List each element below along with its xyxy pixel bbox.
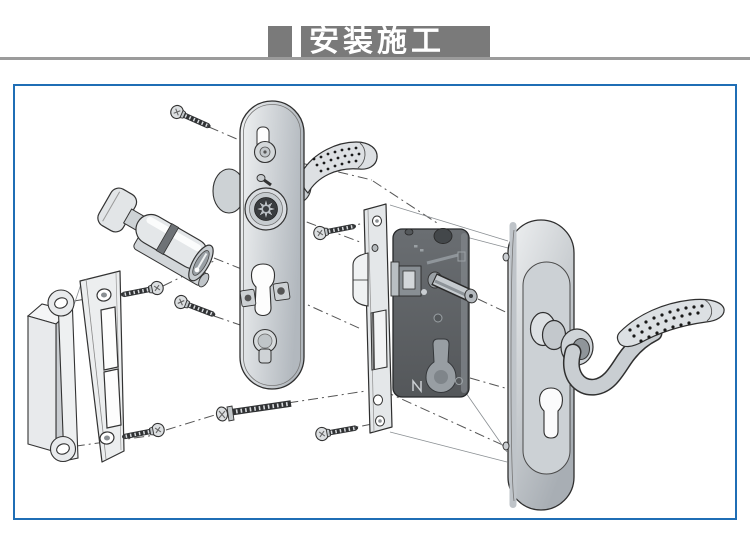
top-mounting-screw bbox=[169, 103, 213, 132]
interior-grip-dots bbox=[312, 146, 361, 173]
header-underline bbox=[0, 57, 750, 60]
mortise-lock-body bbox=[390, 228, 478, 398]
interior-escutcheon-plate bbox=[239, 100, 305, 390]
mounting-pin-top bbox=[502, 252, 510, 262]
faceplate-screw-bottom bbox=[315, 421, 359, 441]
faceplate-screw-top bbox=[313, 220, 357, 241]
interior-lever-handle bbox=[300, 141, 378, 194]
euro-keyhole-interior bbox=[250, 263, 276, 317]
latch-bolt bbox=[352, 252, 369, 307]
keyhole-clips bbox=[239, 281, 291, 308]
mounting-pin-bottom bbox=[502, 441, 510, 451]
exploded-view-drawing bbox=[26, 100, 725, 511]
follower-mechanism bbox=[390, 261, 427, 297]
connecting-bolt bbox=[215, 400, 292, 422]
strike-screw-bottom bbox=[121, 422, 165, 443]
exterior-escutcheon-plate bbox=[502, 219, 575, 511]
exterior-lever-handle bbox=[529, 298, 725, 396]
spindle-boss bbox=[244, 187, 288, 231]
spindle bbox=[427, 271, 478, 304]
diagram-panel bbox=[13, 84, 737, 520]
title-banner: 安装施工 bbox=[301, 26, 490, 57]
lock-faceplate bbox=[352, 203, 393, 434]
strike-screw-top bbox=[120, 280, 164, 301]
exterior-grip-dots bbox=[628, 304, 704, 343]
thumbturn bbox=[252, 328, 278, 364]
banner-left-block bbox=[268, 26, 292, 57]
boss-set-screw bbox=[256, 174, 272, 187]
cylinder-fixing-screw bbox=[173, 294, 218, 322]
euro-cutout bbox=[425, 338, 457, 394]
keeper-flange bbox=[47, 289, 79, 463]
page-title: 安装施工 bbox=[309, 24, 445, 59]
strike-plate bbox=[79, 270, 125, 463]
euro-profile-cylinder bbox=[97, 187, 214, 288]
deadbolt-slot bbox=[370, 309, 388, 371]
euro-keyhole-exterior bbox=[539, 387, 563, 439]
projection-lines bbox=[70, 204, 509, 463]
